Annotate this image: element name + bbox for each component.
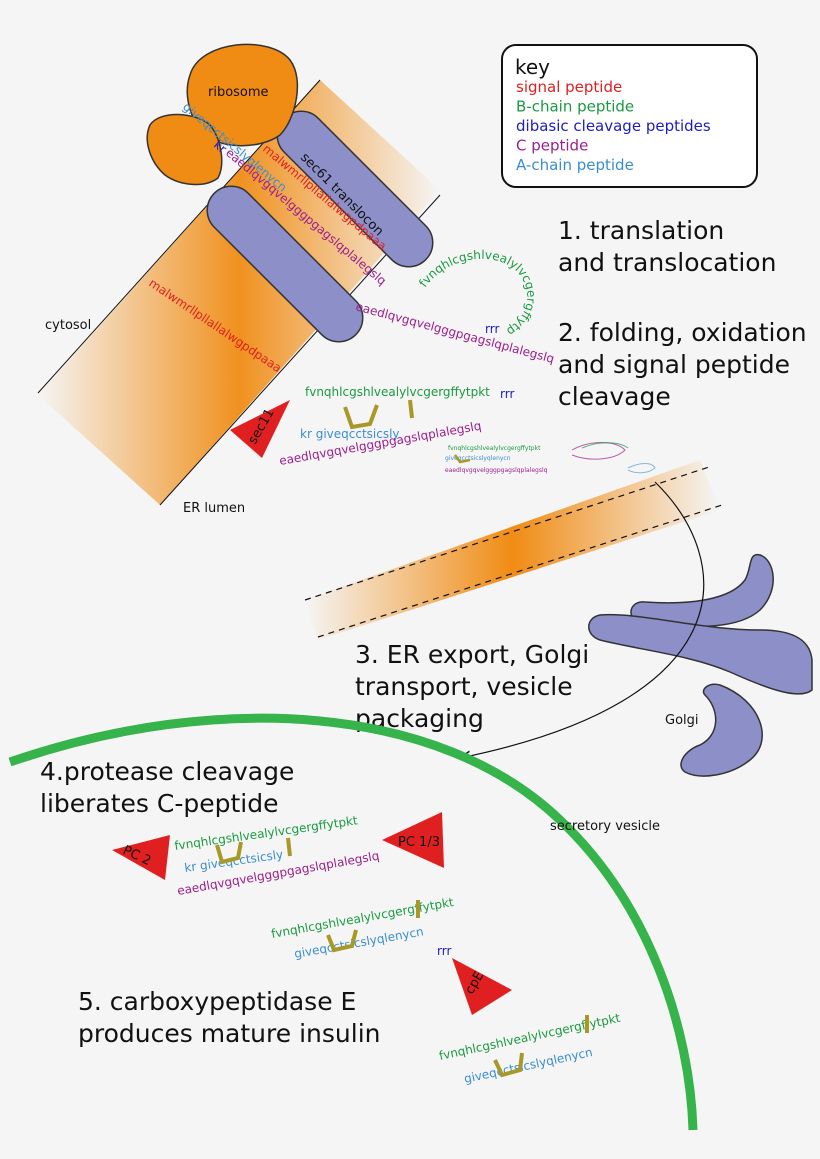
sec11-enzyme xyxy=(230,400,290,458)
pc13-enzyme xyxy=(382,812,444,868)
step-2-line-3: cleavage xyxy=(558,382,671,411)
svg-text:eaedlqvgqvelgggpgagslqplalegsl: eaedlqvgqvelgggpgagslqplalegslq xyxy=(445,467,548,474)
secretory-vesicle-membrane xyxy=(8,713,698,1131)
rr-loop: rrr xyxy=(485,322,499,336)
rr-step2: rrr xyxy=(500,387,514,401)
step-4-line-2: liberates C-peptide xyxy=(40,789,279,818)
b-chain-mature: fvnqhlcgshlvealylvcgergffytpkt xyxy=(438,1011,622,1063)
cpe-enzyme xyxy=(452,958,512,1015)
b-chain-step2: fvnqhlcgshlvealylvcgergffytpkt xyxy=(305,385,490,399)
step-1-line-1: 1. translation xyxy=(558,216,724,245)
step-2-line-1: 2. folding, oxidation xyxy=(558,318,807,347)
step-5-line-1: 5. carboxypeptidase E xyxy=(78,987,356,1016)
disulfide-bonds-mature xyxy=(493,1015,589,1078)
folded-proinsulin-small: fvnqhlcgshlvealylvcgergffytpkt giveqccts… xyxy=(445,442,656,474)
step-1-line-2: and translocation xyxy=(558,248,776,277)
a-chain-step2: kr giveqcctsicsly xyxy=(300,427,400,441)
ribosome xyxy=(146,43,299,186)
step-2-line-2: and signal peptide xyxy=(558,350,790,379)
legend-item: C peptide xyxy=(516,137,588,155)
secretory-vesicle-label: secretory vesicle xyxy=(550,819,660,834)
golgi-apparatus xyxy=(588,553,813,777)
er-exit-band xyxy=(304,460,723,640)
legend-item: signal peptide xyxy=(516,78,622,96)
legend-item: B-chain peptide xyxy=(516,98,634,116)
pc2-enzyme xyxy=(112,835,170,880)
step-3-line-1: 3. ER export, Golgi xyxy=(355,640,589,669)
step-4-line-1: 4.protease cleavage xyxy=(40,757,294,786)
legend-title: key xyxy=(515,55,550,79)
pc13-label: PC 1/3 xyxy=(398,835,440,850)
b-chain-step4: fvnqhlcgshlvealylvcgergffytpkt xyxy=(173,813,358,853)
transport-arrow xyxy=(460,481,705,758)
disulfide-bonds-step2 xyxy=(343,399,414,430)
golgi-label: Golgi xyxy=(665,713,699,728)
svg-text:giveqcctsicslyqlenycn: giveqcctsicslyqlenycn xyxy=(445,455,511,462)
legend-item: dibasic cleavage peptides xyxy=(516,117,711,135)
legend-item: A-chain peptide xyxy=(516,156,634,174)
svg-text:fvnqhlcgshlvealylvcgergffytpkt: fvnqhlcgshlvealylvcgergffytpkt xyxy=(448,445,541,452)
cytosol-label: cytosol xyxy=(45,318,91,333)
disulfide-bonds-step4 xyxy=(215,837,292,865)
er-lumen-label: ER lumen xyxy=(183,501,245,516)
rr-step5: rrr xyxy=(437,944,451,958)
step-3-line-2: transport, vesicle xyxy=(355,672,573,701)
disulfide-bonds-step5 xyxy=(326,900,420,953)
ribosome-label: ribosome xyxy=(208,85,269,100)
step-5-line-2: produces mature insulin xyxy=(78,1019,380,1048)
